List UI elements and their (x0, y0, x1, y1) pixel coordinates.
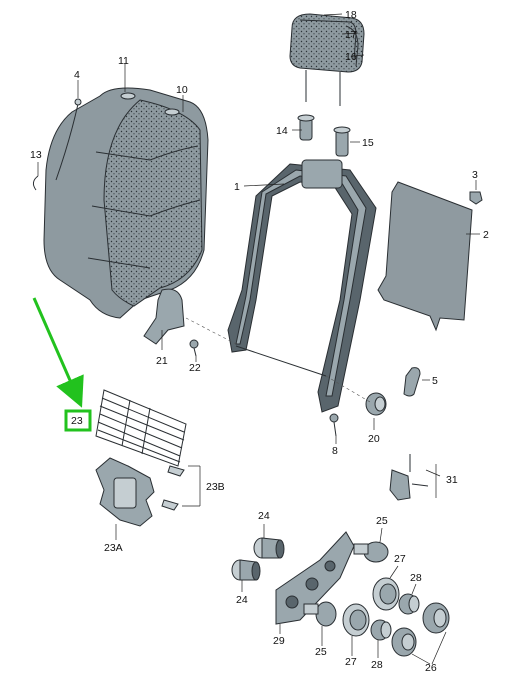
sleeve-part-28-upper (398, 593, 420, 615)
highlight-arrow (32, 297, 84, 408)
bushing-part-24-upper (253, 537, 285, 559)
label-2: 2 (483, 229, 489, 241)
label-20: 20 (368, 433, 380, 445)
bolt-part-22 (189, 339, 199, 357)
label-22: 22 (189, 362, 201, 374)
label-31: 31 (446, 474, 458, 486)
label-14: 14 (276, 125, 288, 137)
wire-part-4 (55, 98, 82, 181)
label-25-upper: 25 (376, 515, 388, 527)
label-23: 23 (71, 415, 83, 427)
label-8: 8 (332, 445, 338, 457)
label-18: 18 (345, 9, 357, 21)
label-16: 16 (345, 51, 357, 63)
label-4: 4 (74, 69, 80, 81)
lumbar-support-plate-23A (95, 457, 155, 527)
backrest-foam (43, 87, 209, 319)
lumbar-wire-mat (95, 389, 187, 467)
bushing-part-24-lower (231, 559, 261, 581)
label-3: 3 (472, 169, 478, 181)
label-13: 13 (30, 149, 42, 161)
label-23A: 23A (104, 542, 123, 554)
part-number-labels: 18 17 16 11 10 4 13 14 15 1 3 2 5 21 22 … (30, 9, 489, 674)
handle-part-5 (403, 367, 421, 397)
headrest-guide-15 (333, 126, 351, 157)
highlight-box (64, 409, 92, 432)
label-10: 10 (176, 84, 188, 96)
clips-part-23B (161, 465, 185, 511)
screw-part-3 (469, 191, 483, 205)
lever-part-21 (143, 288, 185, 345)
backrest-frame (227, 159, 377, 413)
highlight-annotation (32, 297, 92, 432)
bolt-part-8 (329, 413, 339, 437)
knob-part-20 (365, 392, 387, 416)
label-27-lower: 27 (345, 656, 357, 668)
rear-panel-part-2 (377, 181, 473, 332)
label-5: 5 (432, 375, 438, 387)
gear-part-27-lower (342, 603, 370, 637)
plate-part-29 (275, 531, 355, 625)
headrest (289, 13, 365, 106)
label-26: 26 (425, 662, 437, 674)
label-27-upper: 27 (394, 553, 406, 565)
ring-part-26-lower (391, 627, 417, 657)
gear-part-27-upper (372, 577, 400, 611)
gear-part-25-upper (353, 541, 389, 563)
label-11: 11 (118, 55, 129, 67)
label-23B: 23B (206, 481, 225, 493)
label-15: 15 (362, 137, 374, 149)
label-28-upper: 28 (410, 572, 422, 584)
ring-part-26-upper (422, 602, 450, 634)
label-21: 21 (156, 355, 168, 367)
headrest-guide-14 (297, 114, 315, 141)
label-28-lower: 28 (371, 659, 383, 671)
sleeve-part-28-lower (370, 619, 392, 641)
leader-lines (37, 13, 480, 665)
clip-part-13 (32, 175, 39, 191)
bracket-part-31 (389, 454, 429, 501)
label-25-lower: 25 (315, 646, 327, 658)
label-29: 29 (273, 635, 285, 647)
label-24-upper: 24 (258, 510, 270, 522)
gear-part-25-lower (303, 601, 337, 627)
label-24-lower: 24 (236, 594, 248, 606)
label-1: 1 (234, 181, 240, 193)
label-17: 17 (345, 29, 357, 41)
